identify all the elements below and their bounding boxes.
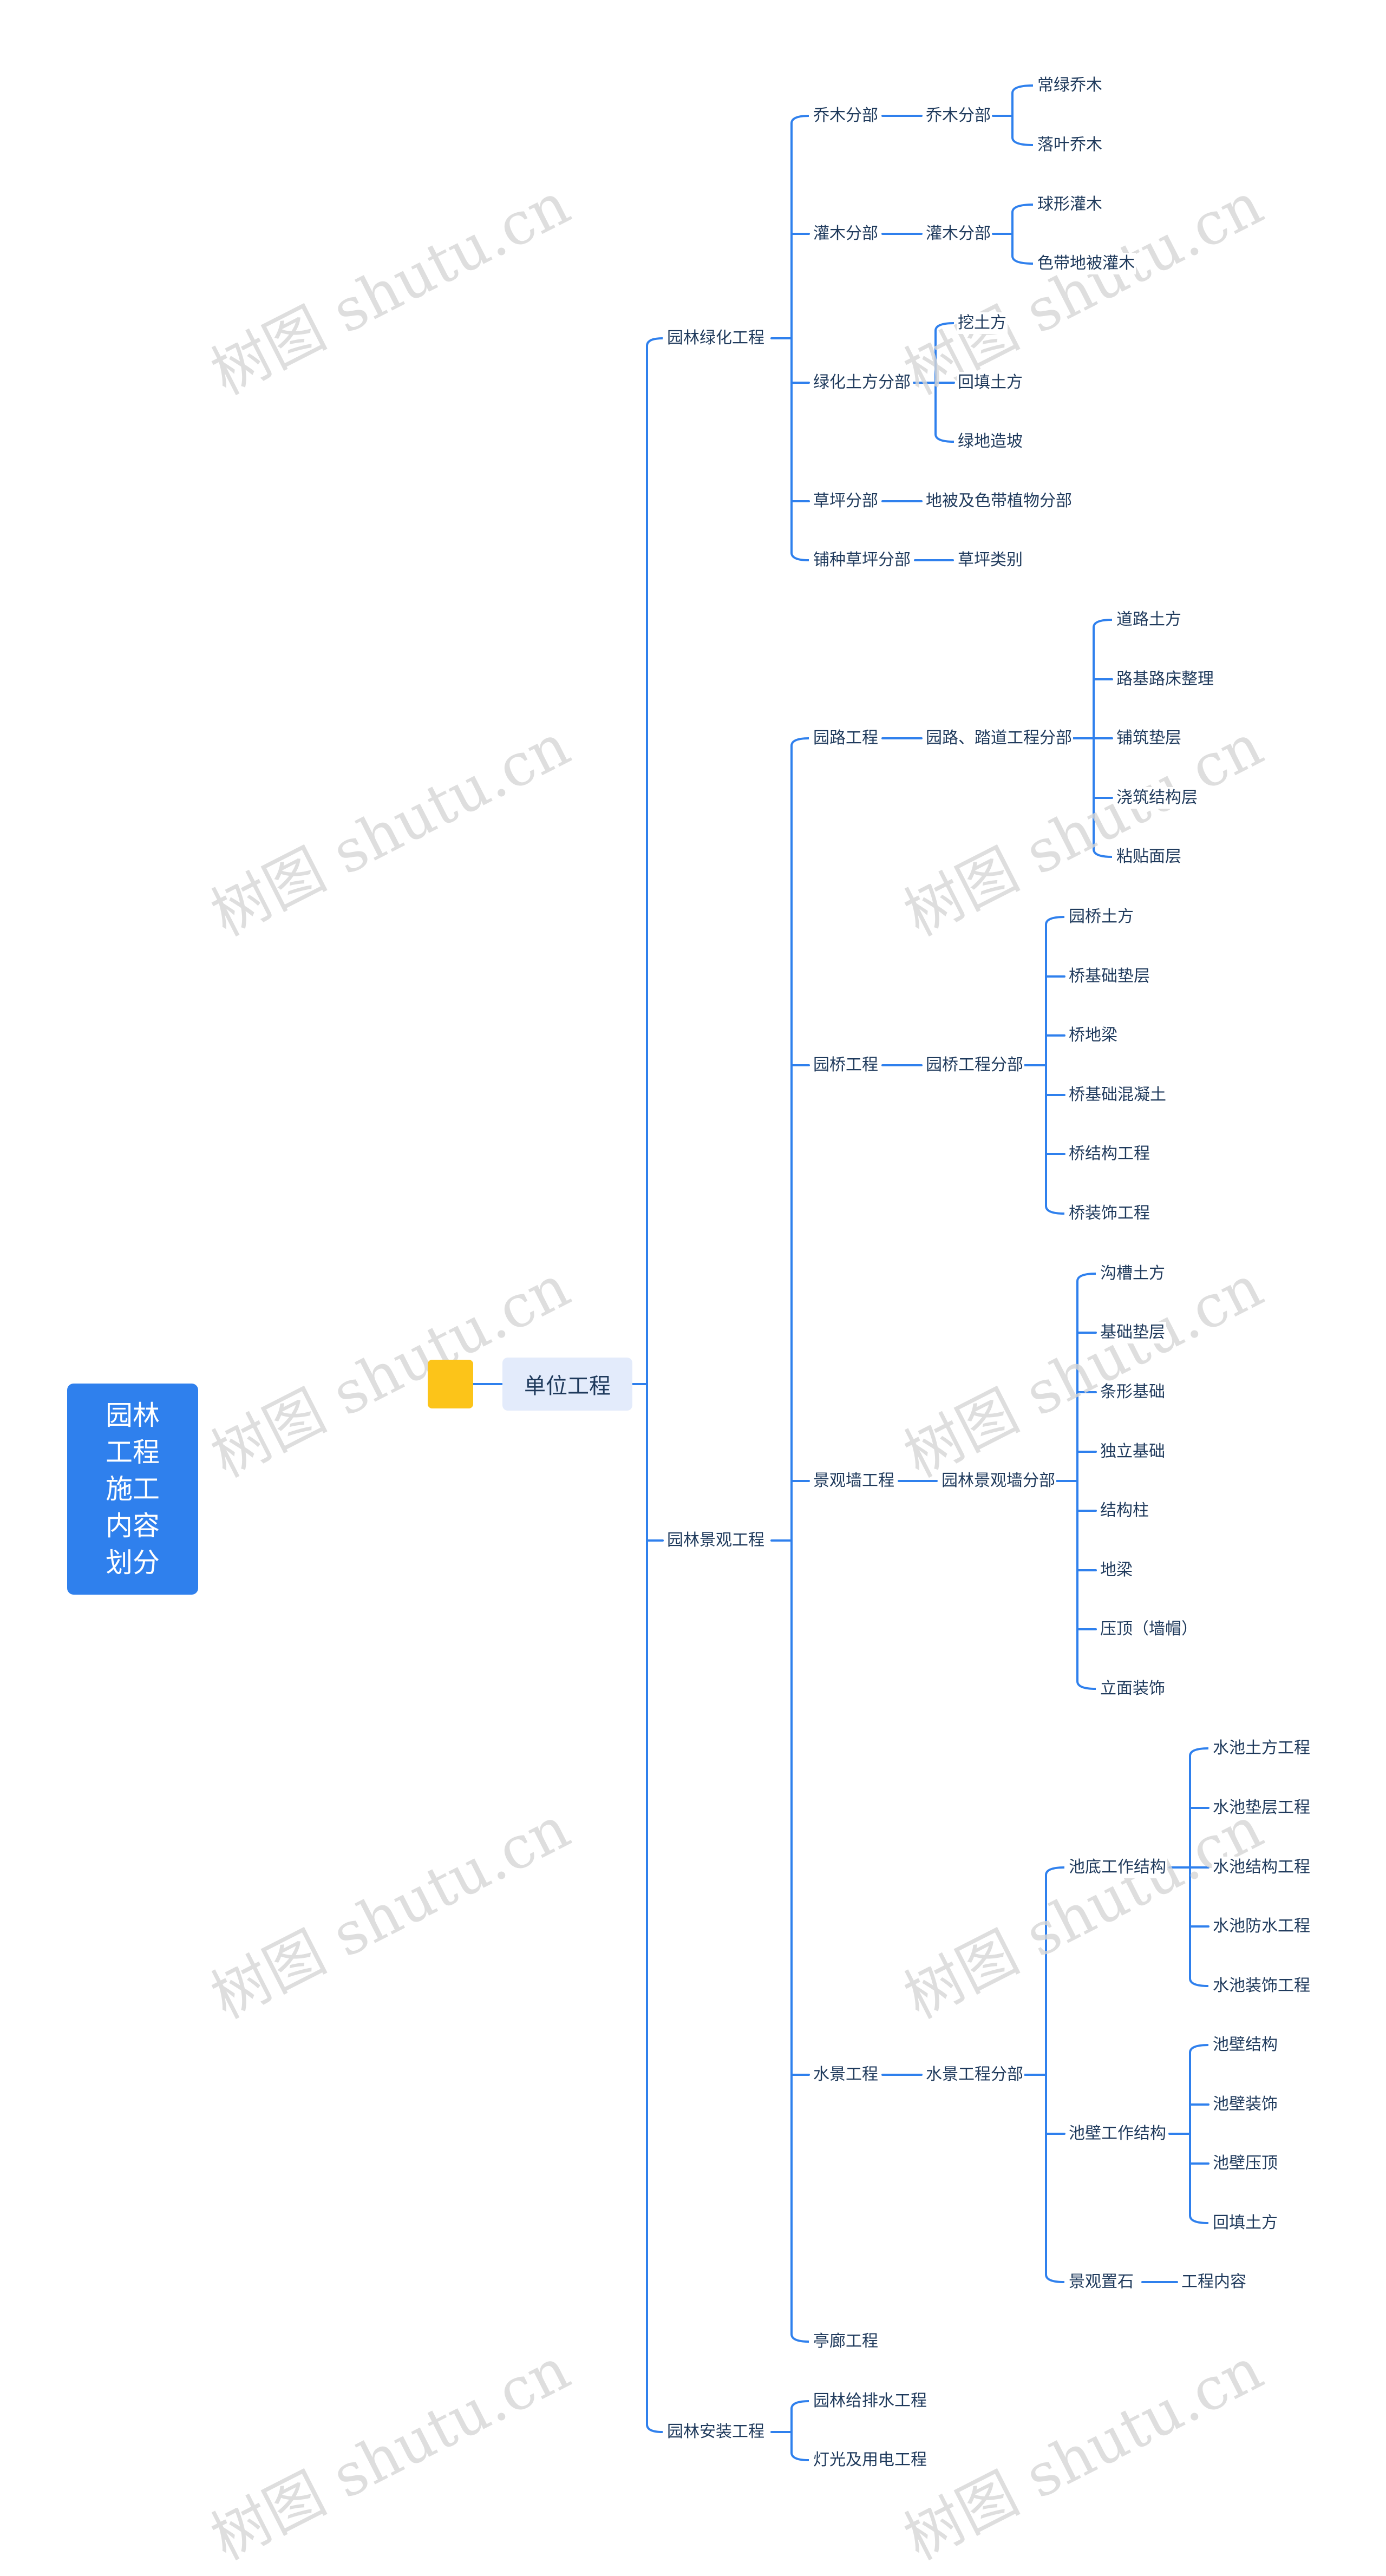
node-qiaomu-sub[interactable]: 乔木分部 (925, 105, 992, 127)
node-jipaishui[interactable]: 园林给排水工程 (812, 2390, 928, 2412)
node-chibi[interactable]: 池壁工作结构 (1068, 2123, 1167, 2145)
leaf-watufang[interactable]: 挖土方 (957, 312, 1008, 334)
node-caoping[interactable]: 草坪分部 (812, 490, 879, 512)
leaf-diliang[interactable]: 地梁 (1099, 1559, 1134, 1581)
leaf-qiuxing[interactable]: 球形灌木 (1036, 194, 1103, 215)
connector-spine (1011, 204, 1034, 265)
node-zhishi[interactable]: 景观置石 (1068, 2271, 1135, 2293)
leaf-chitufang[interactable]: 水池土方工程 (1212, 1738, 1311, 1759)
node-yuanlu-sub[interactable]: 园路、踏道工程分部 (925, 727, 1073, 749)
leaf-yuanqiaotufang[interactable]: 园桥土方 (1068, 906, 1135, 928)
leaf-niantie[interactable]: 粘贴面层 (1115, 846, 1182, 868)
node-yuanlu[interactable]: 园路工程 (812, 727, 879, 749)
leaf-chibizhuangshi[interactable]: 池壁装饰 (1212, 2094, 1279, 2115)
node-qiaomu[interactable]: 乔木分部 (812, 105, 879, 127)
node-install[interactable]: 园林安装工程 (666, 2421, 766, 2443)
connector-spine (790, 2400, 809, 2461)
connector-spine (1076, 1273, 1096, 1690)
leaf-chifangshui[interactable]: 水池防水工程 (1212, 1916, 1311, 1937)
node-shuijing-sub[interactable]: 水景工程分部 (925, 2064, 1024, 2086)
leaf-jiegouzhu[interactable]: 结构柱 (1099, 1500, 1150, 1522)
leaf-huitiantufang[interactable]: 回填土方 (1212, 2212, 1279, 2234)
node-shuijing[interactable]: 水景工程 (812, 2064, 879, 2086)
leaf-sedai[interactable]: 色带地被灌木 (1036, 253, 1136, 274)
connector-spine (1045, 916, 1065, 1215)
leaf-chijiegou[interactable]: 水池结构工程 (1212, 1857, 1311, 1878)
node-yuanqiao[interactable]: 园桥工程 (812, 1054, 879, 1076)
connector-spine (646, 337, 663, 2433)
connector-spine (790, 115, 809, 561)
node-green[interactable]: 园林绿化工程 (666, 327, 766, 349)
leaf-chibiyading[interactable]: 池壁压顶 (1212, 2153, 1279, 2174)
root-node[interactable]: 园林工程施工内容划分 (67, 1384, 198, 1595)
unit-node[interactable]: 单位工程 (502, 1358, 632, 1411)
leaf-qiaohunningtu[interactable]: 桥基础混凝土 (1068, 1084, 1167, 1106)
node-guanmu-sub[interactable]: 灌木分部 (925, 223, 992, 245)
leaf-yading[interactable]: 压顶（墙帽） (1099, 1618, 1199, 1640)
leaf-qiaojiegou[interactable]: 桥结构工程 (1068, 1143, 1151, 1165)
node-tufang[interactable]: 绿化土方分部 (812, 372, 912, 394)
leaf-zaopo[interactable]: 绿地造坡 (957, 431, 1024, 453)
node-dengguang[interactable]: 灯光及用电工程 (812, 2449, 928, 2471)
node-puzhong[interactable]: 铺种草坪分部 (812, 549, 912, 571)
leaf-huitian[interactable]: 回填土方 (957, 372, 1024, 394)
node-chidi[interactable]: 池底工作结构 (1068, 1857, 1167, 1878)
leaf-tiaoxing[interactable]: 条形基础 (1099, 1381, 1166, 1403)
connector-spine (790, 737, 809, 2343)
leaf-qiaojichudianceng[interactable]: 桥基础垫层 (1068, 966, 1151, 987)
leaf-jiaozhu[interactable]: 浇筑结构层 (1115, 787, 1199, 809)
leaf-puzhudianceng[interactable]: 铺筑垫层 (1115, 727, 1182, 749)
leaf-daolutufang[interactable]: 道路土方 (1115, 609, 1182, 631)
leaf-luoye[interactable]: 落叶乔木 (1036, 134, 1103, 156)
leaf-gongchengneirong[interactable]: 工程内容 (1180, 2271, 1247, 2293)
leaf-limian[interactable]: 立面装饰 (1099, 1678, 1166, 1700)
connector-spine (1189, 2044, 1209, 2224)
leaf-goucao[interactable]: 沟槽土方 (1099, 1263, 1166, 1284)
node-jingguanqiang[interactable]: 景观墙工程 (812, 1470, 895, 1492)
node-tinglang[interactable]: 亭廊工程 (812, 2331, 879, 2352)
root-label: 园林工程施工内容划分 (106, 1400, 160, 1578)
leaf-duli[interactable]: 独立基础 (1099, 1441, 1166, 1463)
leaf-chizhuangshi[interactable]: 水池装饰工程 (1212, 1975, 1311, 1997)
node-landscape[interactable]: 园林景观工程 (666, 1530, 766, 1551)
node-puzhong-sub[interactable]: 草坪类别 (957, 549, 1024, 571)
node-guanmu[interactable]: 灌木分部 (812, 223, 879, 245)
leaf-lujiluchuang[interactable]: 路基路床整理 (1115, 668, 1215, 690)
leaf-changlv[interactable]: 常绿乔木 (1036, 75, 1103, 96)
accent-square (428, 1360, 473, 1408)
leaf-qiaodiliang[interactable]: 桥地梁 (1068, 1025, 1119, 1046)
connector-spine (1011, 84, 1034, 146)
node-yuanqiao-sub[interactable]: 园桥工程分部 (925, 1054, 1024, 1076)
leaf-jichudianceng[interactable]: 基础垫层 (1099, 1322, 1166, 1343)
node-jingguanqiang-sub[interactable]: 园林景观墙分部 (940, 1470, 1056, 1492)
leaf-chidianceng[interactable]: 水池垫层工程 (1212, 1797, 1311, 1819)
leaf-qiaozhuangshi[interactable]: 桥装饰工程 (1068, 1203, 1151, 1224)
connector-spine (1045, 1866, 1065, 2283)
leaf-chibijiegou[interactable]: 池壁结构 (1212, 2034, 1279, 2056)
node-caoping-sub[interactable]: 地被及色带植物分部 (925, 490, 1073, 512)
